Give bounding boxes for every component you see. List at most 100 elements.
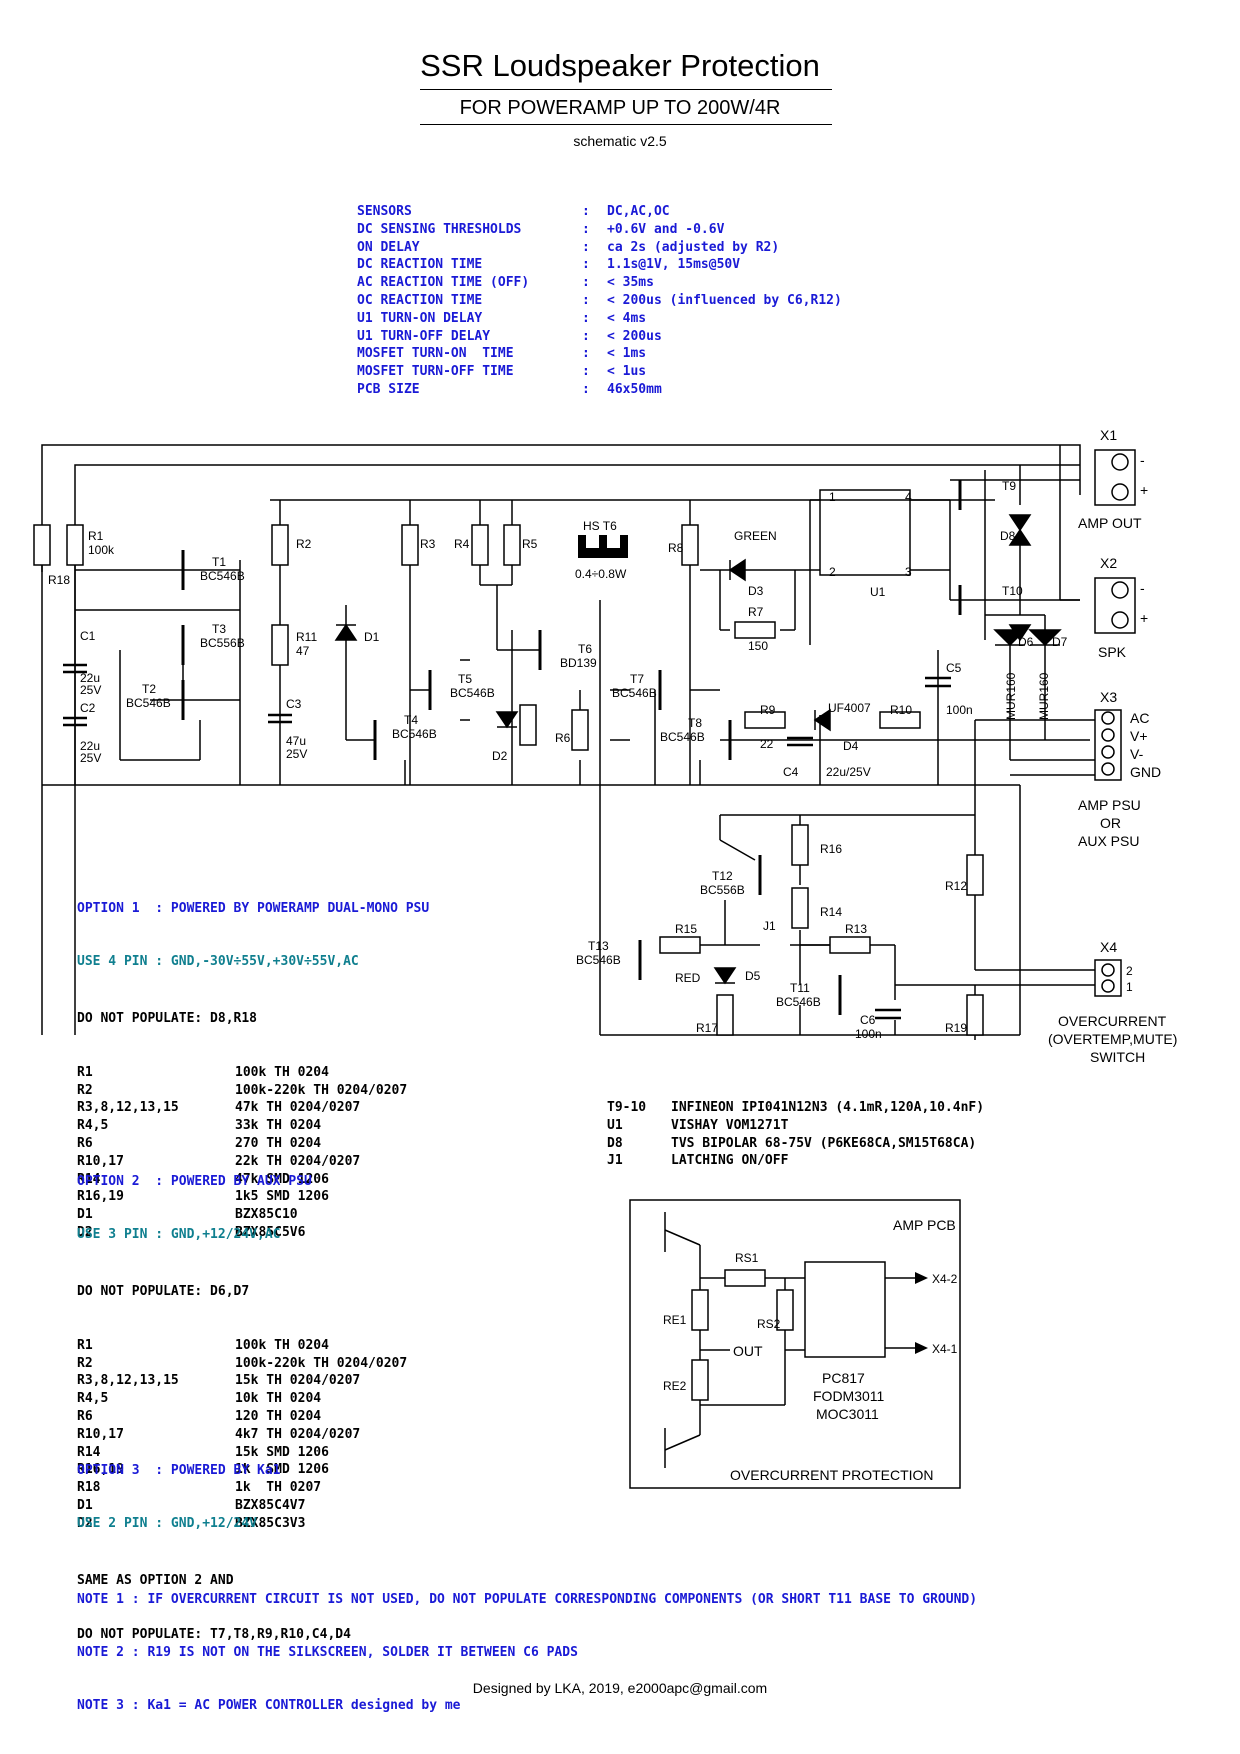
bom-value: 4k7 TH 0204/0207 — [235, 1426, 361, 1442]
label-amp-pcb: AMP PCB — [893, 1217, 956, 1233]
spec-value: < 4ms — [607, 310, 647, 326]
spec-key: PCB SIZE — [357, 381, 420, 397]
spec-row: SENSORS:DC,AC,OC — [357, 203, 842, 221]
spec-row: AC REACTION TIME (OFF):< 35ms — [357, 274, 842, 292]
label-r11-value: 47 — [296, 644, 310, 658]
label-x4-2: X4-2 — [932, 1272, 958, 1286]
spec-separator: : — [582, 328, 590, 344]
label-d5: D5 — [745, 969, 761, 983]
spec-separator: : — [582, 257, 590, 273]
bom-ref: R2 — [77, 1082, 93, 1098]
spec-value: 1.1s@1V, 15ms@50V — [607, 257, 741, 273]
label-red: RED — [675, 971, 701, 985]
label-c3-value2: 25V — [286, 747, 307, 761]
label-c1-value2: 25V — [80, 683, 101, 697]
label-x3-gnd: GND — [1130, 764, 1161, 780]
spec-separator: : — [582, 292, 590, 308]
spec-value: DC,AC,OC — [607, 204, 670, 219]
label-r7-value: 150 — [748, 639, 768, 653]
bom-ref: R1 — [77, 1064, 93, 1080]
spec-value: < 1ms — [607, 346, 647, 362]
option-2-title: OPTION 2 : POWERED BY AUX PSU — [77, 1173, 312, 1189]
label-d7: D7 — [1052, 635, 1068, 649]
spec-key: DC REACTION TIME — [357, 257, 483, 273]
label-x2: X2 — [1100, 555, 1117, 571]
option-3-title: OPTION 3 : POWERED BY Ka1 — [77, 1462, 281, 1478]
label-x3: X3 — [1100, 689, 1117, 705]
spec-row: PCB SIZE:46x50mm — [357, 381, 842, 399]
label-t2-type: BC546B — [126, 696, 171, 710]
connectors — [1094, 449, 1136, 997]
option-3-use: USE 2 PIN : GND,+12/24V — [77, 1515, 258, 1531]
part-value: LATCHING ON/OFF — [671, 1153, 789, 1169]
bom-value: 47k TH 0204/0207 — [235, 1100, 361, 1116]
label-overtemp-mute: (OVERTEMP,MUTE) — [1048, 1031, 1177, 1047]
option-1-title: OPTION 1 : POWERED BY POWERAMP DUAL-MONO… — [77, 900, 430, 916]
label-c1: C1 — [80, 629, 96, 643]
title-underline — [420, 89, 832, 90]
spec-value: < 1us — [607, 364, 647, 380]
bom-ref: R6 — [77, 1408, 93, 1424]
label-u1-pin1: 1 — [829, 490, 836, 504]
label-c3: C3 — [286, 697, 302, 711]
part-ref: D8 — [607, 1135, 623, 1151]
option-2-use: USE 3 PIN : GND,+12/24V,AC — [77, 1226, 281, 1242]
label-t1-type: BC546B — [200, 569, 245, 583]
spec-row: ON DELAY:ca 2s (adjusted by R2) — [357, 239, 842, 257]
option-3-line2: DO NOT POPULATE: T7,T8,R9,R10,C4,D4 — [77, 1626, 351, 1642]
label-c2-value1: 22u — [80, 739, 100, 753]
option-2-dnp: DO NOT POPULATE: D6,D7 — [77, 1284, 250, 1300]
label-t7-type: BC546B — [612, 686, 657, 700]
part-ref: T9-10 — [607, 1100, 647, 1115]
label-c6: C6 — [860, 1013, 876, 1027]
spec-key: AC REACTION TIME (OFF) — [357, 275, 530, 291]
label-r14: R14 — [820, 905, 842, 919]
spec-key: OC REACTION TIME — [357, 292, 483, 308]
bom-ref: R4,5 — [77, 1118, 109, 1134]
label-c2: C2 — [80, 701, 96, 715]
label-r12: R12 — [945, 879, 967, 893]
spec-separator: : — [582, 381, 590, 397]
spec-row: U1 TURN-ON DELAY:< 4ms — [357, 310, 842, 328]
label-c2-value2: 25V — [80, 751, 101, 765]
schematic-version: schematic v2.5 — [573, 133, 667, 149]
spec-row: MOSFET TURN-OFF TIME:< 1us — [357, 363, 842, 381]
label-u1-pin3: 3 — [905, 565, 912, 579]
inset-arrows — [915, 1272, 928, 1354]
label-r8: R8 — [668, 541, 684, 555]
label-aux-psu: AUX PSU — [1078, 833, 1139, 849]
label-t11: T11 — [790, 981, 810, 995]
label-r11: R11 — [296, 630, 317, 644]
label-d1: D1 — [364, 630, 380, 644]
label-t6: T6 — [578, 642, 592, 656]
bom-ref: R10,17 — [77, 1153, 124, 1169]
label-r17: R17 — [696, 1021, 718, 1035]
spec-row: DC REACTION TIME: 1.1s@1V, 15ms@50V — [357, 256, 842, 274]
part-value: INFINEON IPI041N12N3 (4.1mR,120A,10.4nF) — [671, 1100, 985, 1115]
label-d6: D6 — [1018, 635, 1034, 649]
label-x2-minus: - — [1140, 580, 1145, 596]
bom-value: 100k TH 0204 — [235, 1337, 329, 1353]
spec-separator: : — [582, 204, 590, 219]
bom-value: 15k SMD 1206 — [235, 1444, 329, 1460]
label-r18: R18 — [48, 573, 70, 587]
spec-key: DC SENSING THRESHOLDS — [357, 221, 522, 237]
bom-ref: R16,19 — [77, 1189, 124, 1205]
inset-resistors — [691, 1269, 794, 1401]
label-c1-value1: 22u — [80, 671, 100, 685]
label-t4: T4 — [404, 713, 418, 727]
bom-value: 15k TH 0204/0207 — [235, 1373, 361, 1389]
label-x3-vplus: V+ — [1130, 728, 1148, 744]
label-r3: R3 — [420, 537, 436, 551]
